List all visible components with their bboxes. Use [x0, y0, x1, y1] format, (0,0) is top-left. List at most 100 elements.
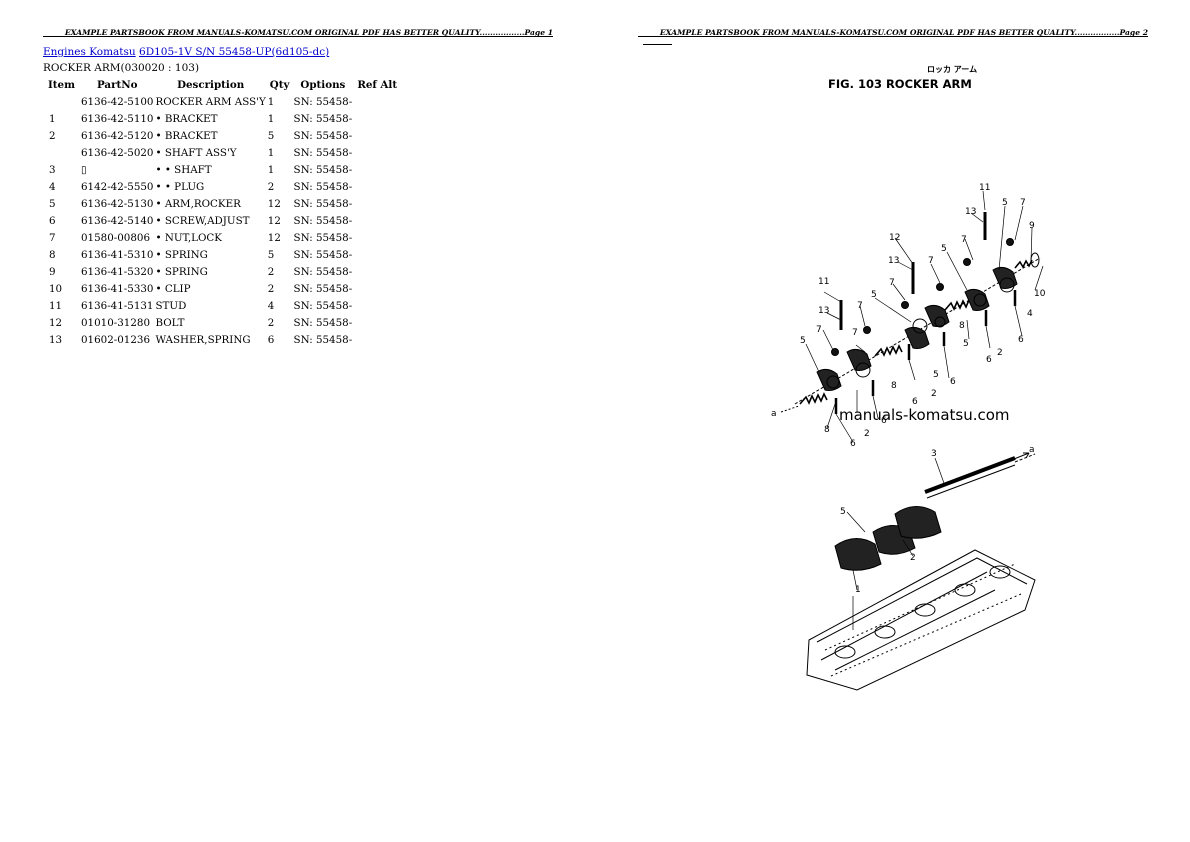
header-mark: [643, 44, 672, 45]
col-header-partno: PartNo: [96, 78, 138, 91]
cell-qty: 4: [267, 299, 275, 312]
col-header-ref-alt: Ref Alt: [357, 78, 398, 91]
cell-item: [43, 93, 80, 110]
table-row: 10 6136-41-5330• CLIP 2 SN: 55458-: [43, 280, 401, 297]
cell-item: 3: [49, 163, 56, 176]
cell-partno: 6136-42-5130: [81, 197, 154, 210]
svg-text:7: 7: [961, 235, 967, 245]
svg-text:5: 5: [1002, 198, 1008, 208]
cell-qty: 5: [267, 248, 275, 261]
svg-text:6: 6: [950, 377, 956, 387]
cylinder-head-icon: [806, 549, 1036, 691]
cell-description: • CLIP: [155, 282, 191, 295]
cell-partno: 6136-42-5120: [81, 129, 154, 142]
svg-text:4: 4: [1027, 309, 1033, 319]
parts-list-page: EXAMPLE PARTSBOOK FROM MANUALS-KOMATSU.C…: [43, 28, 553, 348]
cell-partno: 6136-42-5020: [81, 146, 154, 159]
cell-ref-alt: [353, 127, 401, 144]
cell-options: SN: 55458-: [293, 282, 353, 295]
svg-text:6: 6: [850, 439, 856, 449]
svg-text:a: a: [771, 409, 777, 419]
adjust-screw-icon: [834, 290, 1017, 414]
cell-item: 8: [49, 248, 56, 261]
arrow-a-icon: [780, 405, 800, 413]
svg-text:6: 6: [1018, 335, 1024, 345]
cell-qty: 1: [267, 95, 275, 108]
svg-text:7: 7: [889, 278, 895, 288]
svg-text:8: 8: [824, 425, 830, 435]
cell-qty: 2: [267, 282, 275, 295]
cell-options: SN: 55458-: [293, 112, 353, 125]
cell-partno: 6136-41-5310: [81, 248, 154, 261]
svg-text:a: a: [1029, 445, 1035, 455]
cell-item: 2: [49, 129, 56, 142]
arrow-a-icon: [1008, 452, 1030, 462]
cell-description: • ARM,ROCKER: [155, 197, 241, 210]
cell-ref-alt: [353, 297, 401, 314]
breadcrumb-engines-link[interactable]: Engines Komatsu: [43, 46, 136, 58]
rocker-arm-icon: [846, 348, 872, 378]
col-header-qty: Qty: [269, 78, 290, 91]
cell-item: 9: [49, 265, 56, 278]
svg-text:7: 7: [857, 301, 863, 311]
svg-text:2: 2: [931, 389, 937, 399]
cell-ref-alt: [353, 246, 401, 263]
rocker-arm-exploded-diagram: ロッカ アーム FIG. 103 ROCKER ARM: [771, 65, 1046, 691]
table-header-row: Item PartNo Description Qty Options Ref …: [43, 76, 401, 93]
cell-ref-alt: [353, 263, 401, 280]
svg-text:9: 9: [1029, 221, 1035, 231]
svg-text:11: 11: [818, 277, 829, 287]
cell-description: STUD: [155, 299, 187, 312]
breadcrumb: Engines Komatsu 6D105-1V S/N 55458-UP(6d…: [43, 46, 329, 58]
cell-item: 10: [49, 282, 63, 295]
cell-ref-alt: [353, 178, 401, 195]
cell-qty: 6: [267, 333, 275, 346]
cell-ref-alt: [353, 144, 401, 161]
cell-qty: 1: [267, 146, 275, 159]
cell-description: • SPRING: [155, 248, 208, 261]
cell-ref-alt: [353, 195, 401, 212]
cell-description: • • SHAFT: [155, 163, 212, 176]
rocker-arm-icon: [816, 368, 842, 391]
cell-description: ROCKER ARM ASS'Y: [155, 95, 266, 108]
callout-leaders-lower: [846, 457, 946, 630]
cell-description: WASHER,SPRING: [155, 333, 251, 346]
spring-icon: [799, 392, 828, 405]
svg-text:7: 7: [852, 328, 858, 338]
figure-japanese-title: ロッカ アーム: [927, 65, 977, 74]
col-header-options: Options: [300, 78, 346, 91]
svg-text:3: 3: [931, 449, 937, 459]
rocker-arm-icon: [964, 288, 990, 311]
cell-qty: 2: [267, 180, 275, 193]
svg-text:13: 13: [818, 306, 829, 316]
svg-text:11: 11: [979, 183, 990, 193]
cell-options: SN: 55458-: [293, 214, 353, 227]
cell-partno: 6136-41-5320: [81, 265, 154, 278]
rocker-arm-icon: [904, 318, 930, 349]
rocker-arm-icon: [992, 266, 1018, 293]
spring-icon: [944, 298, 973, 311]
cell-qty: 12: [267, 197, 281, 210]
cell-description: • NUT,LOCK: [155, 231, 222, 244]
svg-text:7: 7: [1020, 198, 1026, 208]
svg-text:2: 2: [864, 429, 870, 439]
cell-item: 6: [49, 214, 56, 227]
breadcrumb-model-link[interactable]: 6D105-1V S/N 55458-UP(6d105-dc): [139, 46, 330, 58]
cell-ref-alt: [353, 93, 401, 110]
cell-qty: 1: [267, 163, 275, 176]
col-header-description: Description: [177, 78, 245, 91]
cell-item: 5: [49, 197, 56, 210]
svg-text:6: 6: [912, 397, 918, 407]
cell-partno: 6136-41-5330: [81, 282, 154, 295]
cell-options: SN: 55458-: [293, 163, 353, 176]
cell-options: SN: 55458-: [293, 265, 353, 278]
cell-description: • BRACKET: [155, 129, 218, 142]
svg-text:2: 2: [910, 553, 916, 563]
